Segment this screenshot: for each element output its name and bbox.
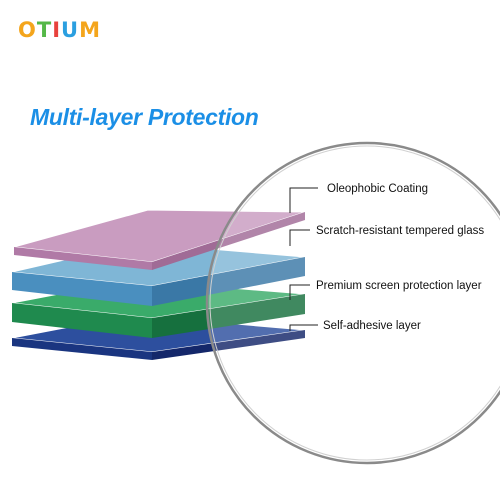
magnifier-lens xyxy=(205,141,500,465)
label-premium-layer: Premium screen protection layer xyxy=(316,280,482,292)
label-self-adhesive: Self-adhesive layer xyxy=(323,320,421,332)
otium-logo: OTIUM xyxy=(18,20,101,41)
leader-line-adhesive xyxy=(289,324,318,331)
leader-lines xyxy=(289,187,318,331)
leader-line-premium xyxy=(289,284,310,300)
logo-letter-m: M xyxy=(79,18,101,42)
logo-letter-i: I xyxy=(52,18,62,42)
label-tempered-glass: Scratch-resistant tempered glass xyxy=(316,225,484,237)
logo-letter-o: O xyxy=(18,18,37,42)
logo-letter-u: U xyxy=(61,18,80,42)
logo-letter-t: T xyxy=(36,18,53,42)
leader-line-tempered xyxy=(289,229,310,246)
headline: Multi-layer Protection xyxy=(30,104,259,130)
label-oleophobic: Oleophobic Coating xyxy=(327,183,428,195)
leader-line-oleophobic xyxy=(289,187,318,213)
